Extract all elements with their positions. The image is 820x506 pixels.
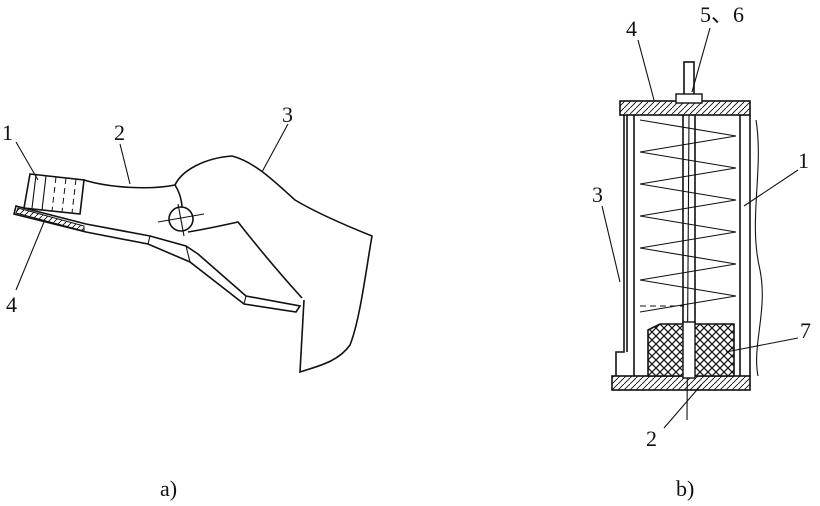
leader-b-3 xyxy=(601,205,621,283)
leader-a-1 xyxy=(15,141,39,181)
compression-spring xyxy=(639,119,737,313)
leader-b-56 xyxy=(691,27,711,93)
housing-break-line xyxy=(754,119,763,377)
knuckle-joint xyxy=(157,203,205,237)
thumb-outline xyxy=(187,221,303,299)
finger-cap xyxy=(23,173,85,215)
leader-b-7 xyxy=(725,337,799,353)
finger-strip xyxy=(13,205,302,313)
nut xyxy=(675,93,703,104)
panel-b-drawing: 4 5、6 1 3 7 2 b) xyxy=(592,2,811,501)
label-b-56: 5、6 xyxy=(700,2,744,27)
index-finger xyxy=(83,179,183,223)
left-slider xyxy=(615,115,625,376)
caption-b: b) xyxy=(676,476,694,501)
label-b-2: 2 xyxy=(646,426,657,451)
label-a-2: 2 xyxy=(114,120,125,145)
bottom-plate xyxy=(611,375,751,391)
leader-a-4 xyxy=(15,221,45,291)
label-b-4: 4 xyxy=(626,16,637,41)
leader-a-2 xyxy=(119,143,131,185)
caption-a: a) xyxy=(160,476,177,501)
label-a-4: 4 xyxy=(6,292,17,317)
hand-outline xyxy=(174,155,373,374)
label-a-3: 3 xyxy=(282,102,293,127)
panel-a-drawing: 1 2 3 4 a) xyxy=(2,102,373,501)
leader-b-1 xyxy=(743,169,799,207)
leader-b-4 xyxy=(637,39,655,101)
label-b-3: 3 xyxy=(592,182,603,207)
leader-b-2 xyxy=(663,383,703,429)
leader-a-3 xyxy=(261,123,289,173)
label-a-1: 1 xyxy=(2,120,13,145)
label-b-1: 1 xyxy=(798,148,809,173)
label-b-7: 7 xyxy=(800,318,811,343)
